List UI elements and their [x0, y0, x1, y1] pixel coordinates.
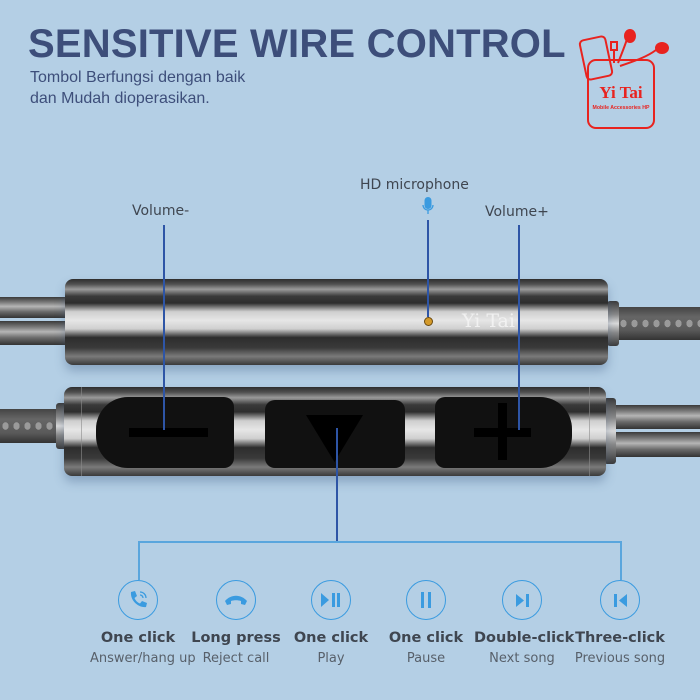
function-item-answer: One click Answer/hang up	[90, 580, 196, 666]
play-pause-icon	[311, 580, 351, 620]
housing-seam-left	[81, 387, 82, 476]
function-connector-right	[620, 541, 622, 580]
logo-brand-text: Yi Tai	[599, 83, 643, 102]
microphone-hole	[424, 317, 433, 326]
previous-track-icon	[600, 580, 640, 620]
microphone-icon	[422, 197, 434, 217]
page-title: SENSITIVE WIRE CONTROL	[28, 22, 566, 66]
braided-cable-upper-right	[618, 307, 700, 340]
volume-down-label: Volume-	[132, 203, 190, 219]
phone-call-icon	[118, 580, 158, 620]
cable-lower-right-b	[614, 432, 700, 457]
play-pause-pointer-line	[336, 428, 338, 541]
subtitle-line-1: Tombol Berfungsi dengan baik	[30, 69, 246, 86]
microphone-pointer-line	[427, 220, 429, 317]
braided-cable-lower-left	[0, 409, 58, 443]
lower-bar-end-cap-left	[56, 403, 67, 449]
brand-logo: Yi Tai Mobile Accessories HP	[578, 28, 688, 134]
function-result: Answer/hang up	[90, 651, 196, 666]
function-connector-left	[138, 541, 140, 580]
function-item-pause: One click Pause	[378, 580, 474, 666]
phone-hangup-icon	[216, 580, 256, 620]
triangle-down-icon	[306, 415, 363, 462]
volume-down-pointer-line	[163, 225, 165, 430]
cable-lower-right-a	[614, 405, 700, 429]
earbud-icon	[624, 29, 636, 43]
play-pause-button[interactable]	[265, 400, 405, 468]
function-item-previous: Three-click Previous song	[572, 580, 668, 666]
function-result: Previous song	[574, 651, 666, 666]
function-result: Play	[317, 651, 345, 666]
earbud-icon-2	[655, 42, 669, 54]
microphone-housing	[65, 279, 608, 365]
cable-upper-left-a	[0, 297, 66, 318]
pause-icon	[406, 580, 446, 620]
function-action: One click	[293, 630, 369, 646]
minus-icon	[129, 428, 208, 437]
function-item-play: One click Play	[283, 580, 379, 666]
microphone-label: HD microphone	[360, 177, 469, 193]
volume-up-button[interactable]	[435, 397, 572, 468]
subtitle-line-2: dan Mudah dioperasikan.	[30, 90, 210, 107]
volume-up-pointer-line	[518, 225, 520, 430]
function-action: One click	[388, 630, 464, 646]
phone-outline-icon	[578, 35, 614, 81]
housing-seam-right	[589, 387, 590, 476]
logo-graphic: Yi Tai Mobile Accessories HP	[578, 29, 669, 129]
function-result: Next song	[489, 651, 555, 666]
function-item-reject: Long press Reject call	[188, 580, 284, 666]
next-track-icon	[502, 580, 542, 620]
upper-bar-end-cap	[607, 301, 619, 346]
housing-brand-print: Yi Tai	[462, 310, 515, 332]
logo-box	[587, 59, 655, 129]
logo-tagline-text: Mobile Accessories HP	[593, 105, 650, 111]
plus-icon-vertical	[498, 403, 507, 460]
page-subtitle: Tombol Berfungsi dengan baik dan Mudah d…	[30, 67, 330, 109]
earbud-wire-icon-2	[619, 49, 657, 67]
function-action: One click	[100, 630, 176, 646]
volume-down-button[interactable]	[96, 397, 234, 468]
function-action: Double-click	[474, 630, 575, 646]
function-action: Long press	[191, 630, 281, 646]
function-result: Reject call	[202, 651, 270, 666]
function-connector-line	[138, 541, 621, 543]
function-action: Three-click	[575, 630, 665, 646]
function-result: Pause	[406, 651, 446, 666]
function-item-next: Double-click Next song	[474, 580, 575, 666]
lower-bar-end-cap-right	[604, 398, 616, 464]
cable-upper-left-b	[0, 321, 66, 345]
volume-up-label: Volume+	[485, 204, 549, 220]
